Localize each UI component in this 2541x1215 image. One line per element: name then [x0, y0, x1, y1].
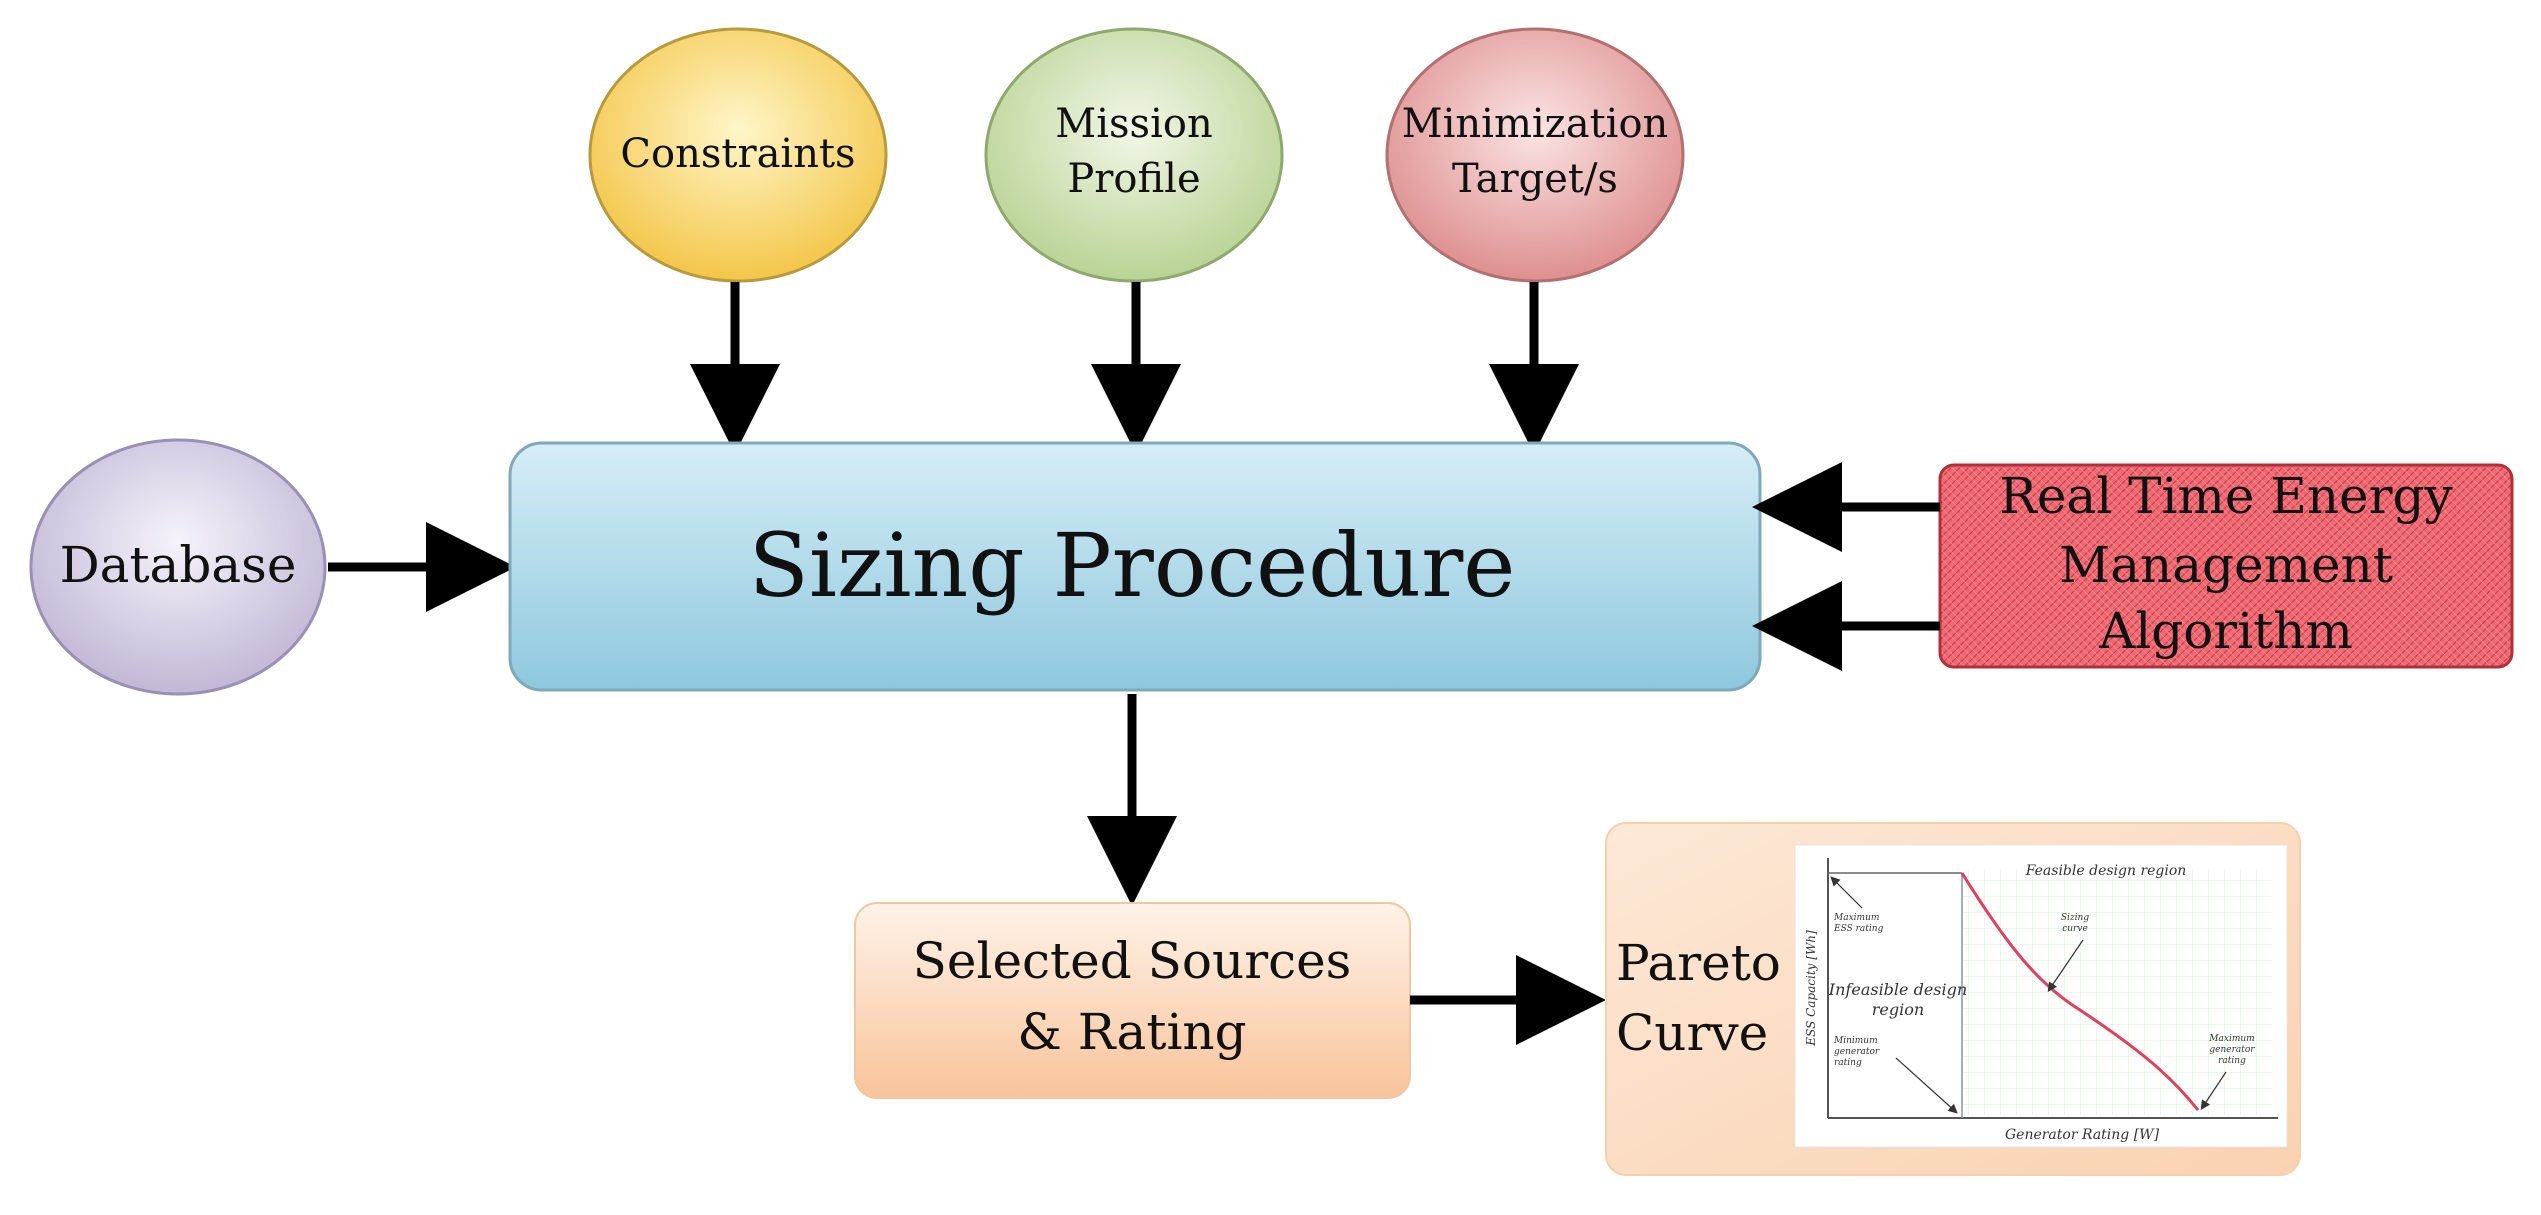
mission-profile-label-line1: Mission	[1055, 101, 1212, 147]
rtem-algorithm-node: Real Time Energy Management Algorithm	[1938, 463, 2514, 669]
min-generator-label-line2: generator	[1834, 1047, 1880, 1057]
max-generator-label-line1: Maximum	[2208, 1034, 2254, 1044]
input-arrows	[690, 282, 1579, 454]
feasible-region	[1962, 870, 2272, 1115]
selected-sources-label-line2: & Rating	[1017, 1003, 1246, 1061]
x-axis-label: Generator Rating [W]	[2005, 1127, 2160, 1143]
sizing-curve-pointer	[2047, 939, 2084, 992]
sizing-curve-label-line1: Sizing	[2061, 913, 2089, 923]
sizing-curve	[1960, 872, 2200, 1111]
minimization-target-label-line2: Target/s	[1452, 156, 1618, 202]
max-generator-label-line2: generator	[2209, 1045, 2255, 1055]
rtem-label-line1: Real Time Energy	[1999, 467, 2453, 525]
rtem-label-line2: Management	[2059, 536, 2393, 594]
infeasible-region-label-line1: Infeasible design	[1828, 980, 1967, 999]
max-generator-label-line3: rating	[2218, 1056, 2246, 1066]
pareto-curve-node: Pareto Curve Feasible design region Infe…	[1605, 822, 2301, 1176]
max-generator-pointer	[2200, 1071, 2227, 1110]
sizing-procedure-node: Sizing Procedure	[508, 441, 1762, 692]
feasible-region-label: Feasible design region	[2025, 863, 2187, 879]
sizing-curve-label-line2: curve	[2062, 924, 2088, 934]
minimization-target-label-line1: Minimization	[1402, 101, 1669, 147]
min-generator-label-line3: rating	[1834, 1058, 1862, 1068]
infeasible-region-label-line2: region	[1872, 1000, 1924, 1019]
min-generator-label-line1: Minimum	[1833, 1036, 1878, 1046]
pareto-plot: Feasible design region Infeasible design…	[1794, 844, 2288, 1148]
mission-profile-label-line2: Profile	[1067, 156, 1200, 202]
pareto-label-line2: Curve	[1616, 1004, 1768, 1062]
database-node: Database	[29, 438, 327, 696]
database-label: Database	[60, 536, 297, 594]
min-generator-pointer	[1895, 1057, 1958, 1114]
y-axis-label: ESS Capacity [Wh]	[1804, 930, 1818, 1047]
constraints-node: Constraints	[588, 27, 888, 283]
pareto-label-line1: Pareto	[1616, 934, 1781, 992]
max-ess-label-line2: ESS rating	[1833, 924, 1884, 934]
rtem-label-line3: Algorithm	[2098, 602, 2353, 660]
selected-sources-label-line1: Selected Sources	[913, 932, 1352, 990]
mission-profile-node: Mission Profile	[984, 27, 1284, 283]
max-ess-label-line1: Maximum	[1833, 913, 1879, 923]
constraints-label: Constraints	[620, 131, 855, 177]
minimization-target-node: Minimization Target/s	[1385, 27, 1685, 283]
max-ess-pointer	[1830, 876, 1863, 909]
selected-sources-node: Selected Sources & Rating	[854, 902, 1411, 1099]
sizing-procedure-label: Sizing Procedure	[749, 514, 1516, 617]
